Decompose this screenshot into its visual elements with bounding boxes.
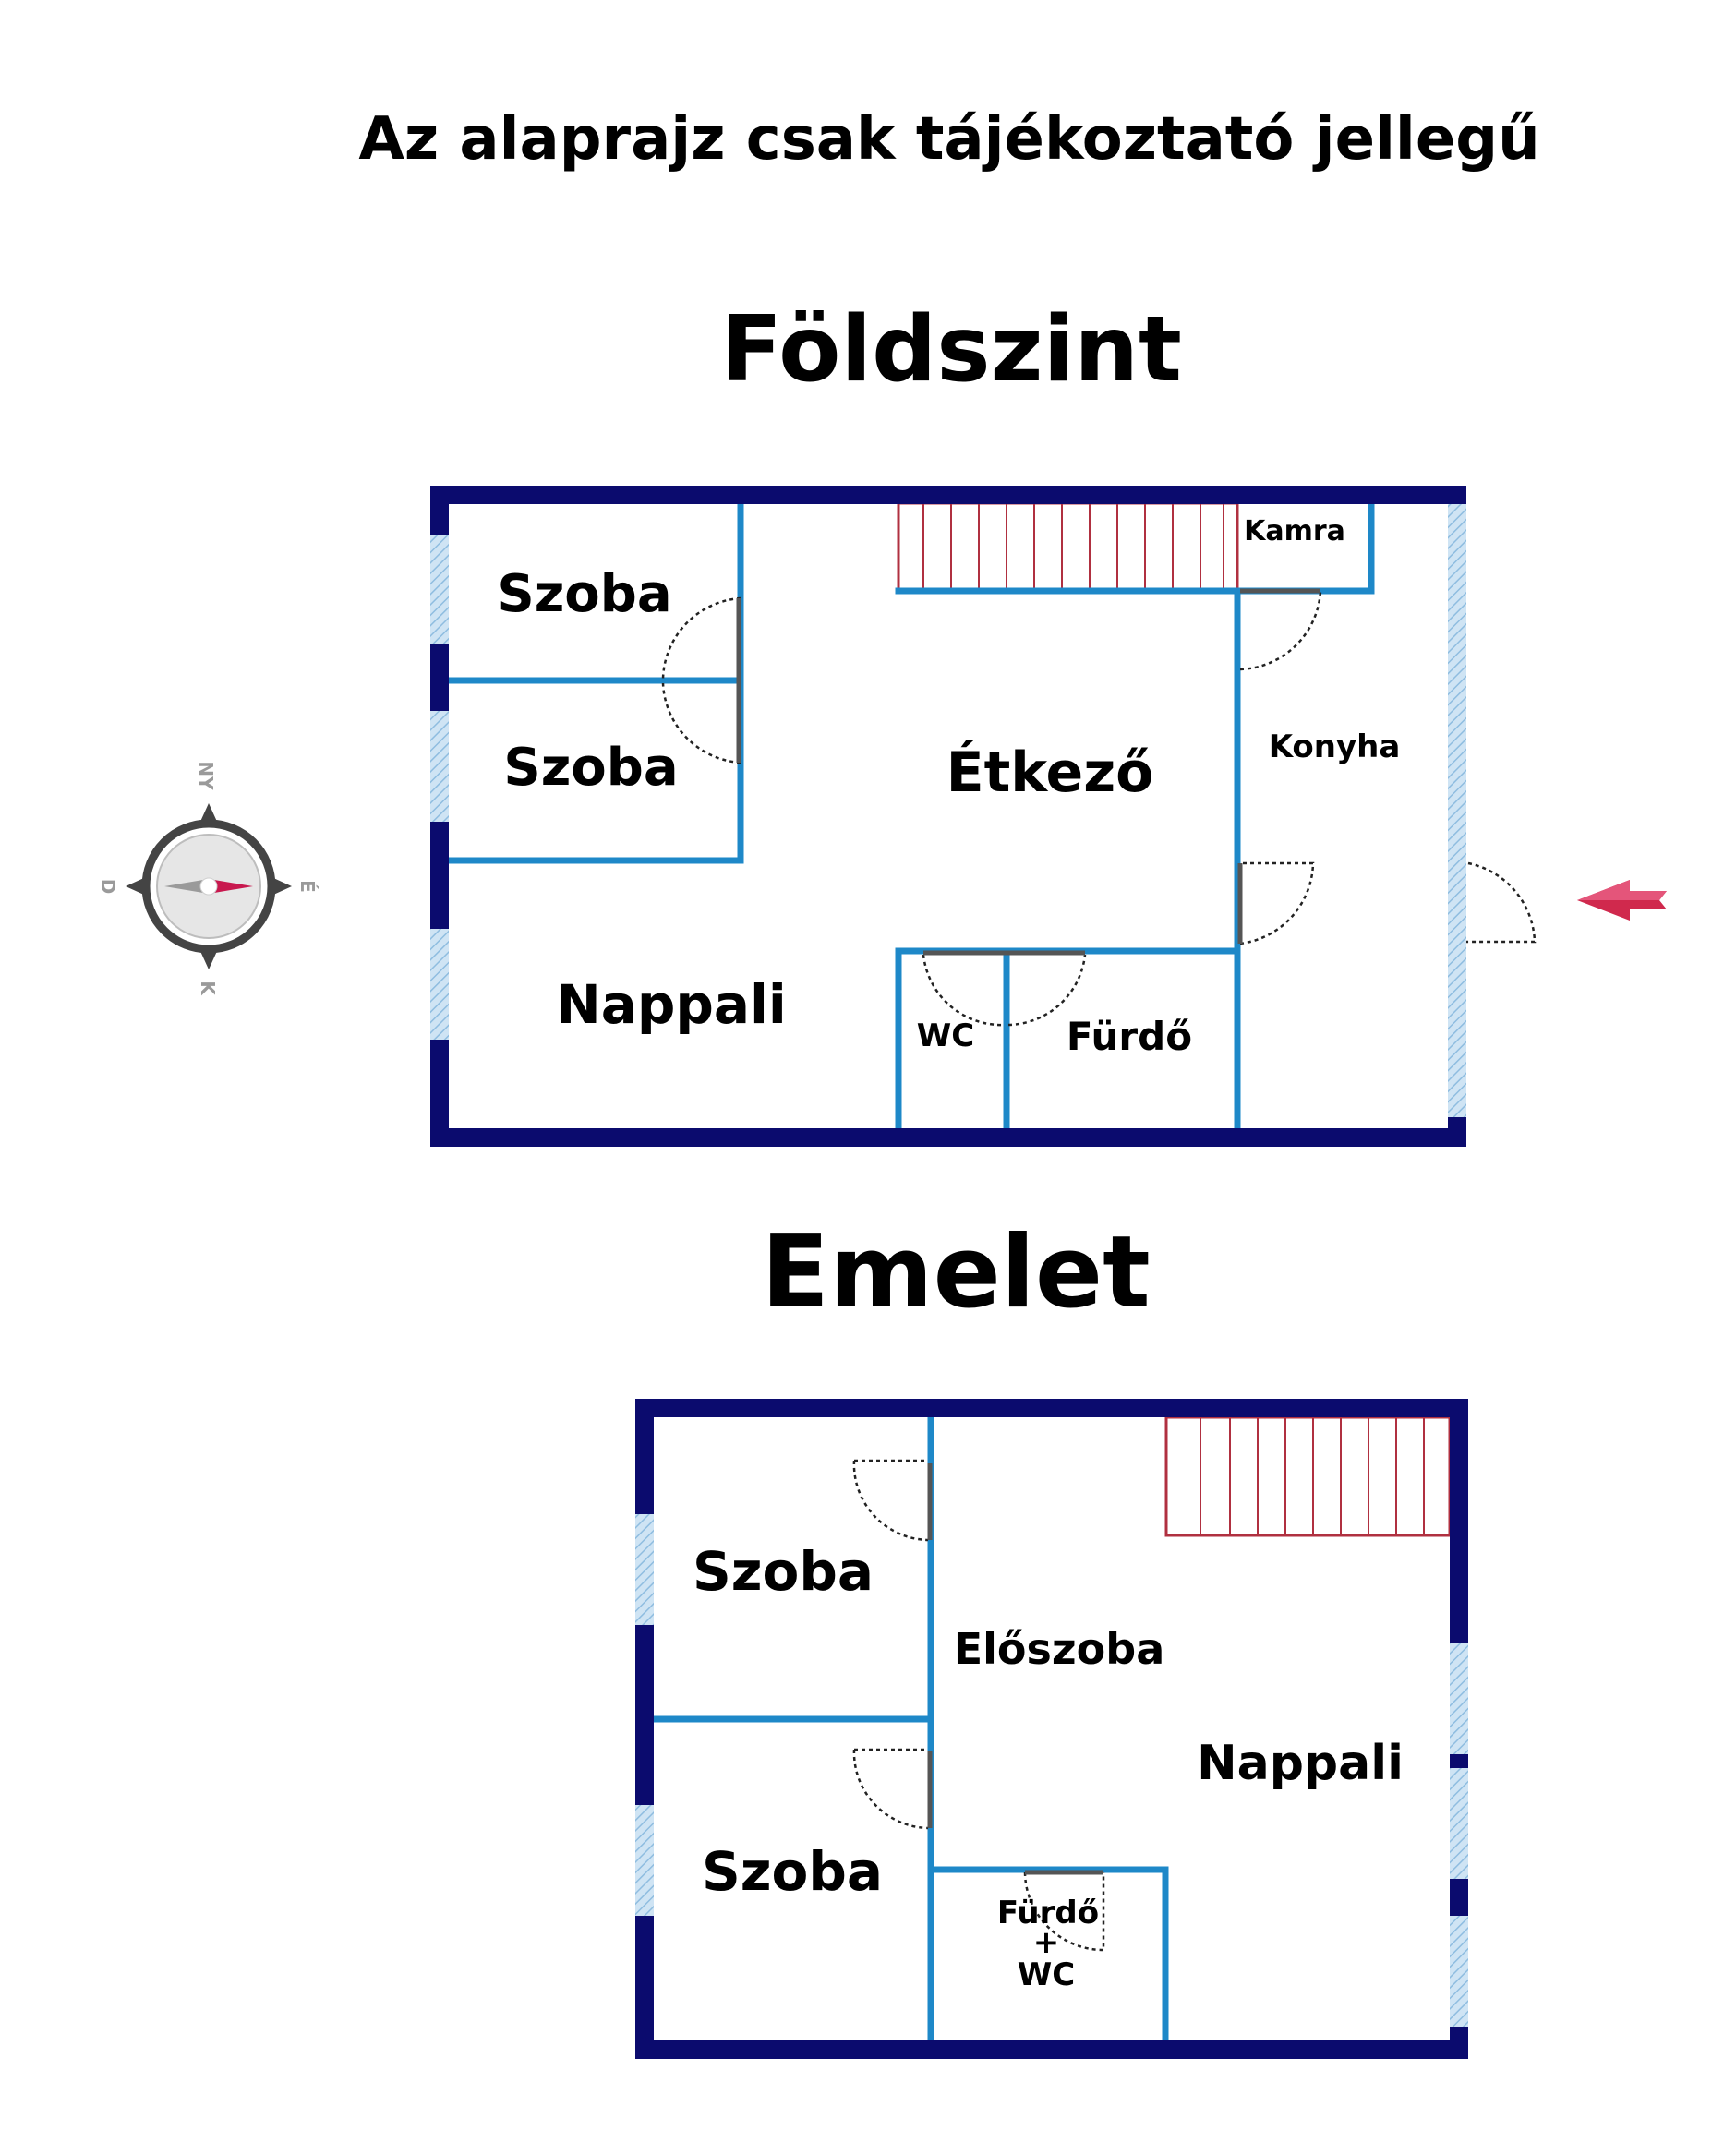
upper-floor-plan: Szoba Szoba Előszoba Nappali Fürdő + WC [635, 1399, 1468, 2059]
room-label-kamra: Kamra [1244, 515, 1345, 548]
compass-label-east: É [296, 880, 319, 893]
ground-floor-title: Földszint [720, 297, 1182, 403]
ground-floor-doors [661, 588, 1537, 1027]
room-label-nappali: Nappali [556, 973, 787, 1036]
ground-floor-stairs [897, 501, 1239, 593]
ground-floor-plan: Szoba Szoba Étkező Kamra Konyha Nappali … [430, 486, 1537, 1147]
room-label-konyha: Konyha [1269, 728, 1401, 765]
upper-floor-interior-walls [650, 1414, 1169, 2044]
compass-icon: NY É K D [97, 761, 319, 996]
compass-label-south: K [197, 981, 219, 996]
room-label-furdo-wc: + [1033, 1924, 1060, 1961]
entrance-arrow-icon [1577, 880, 1667, 921]
room-label-eloszoba: Előszoba [954, 1624, 1165, 1674]
room-label-szoba: Szoba [497, 564, 671, 624]
upper-floor-stairs [1164, 1415, 1452, 1537]
room-label-etkezo: Étkező [946, 739, 1154, 805]
room-label-wc: WC [917, 1017, 974, 1054]
room-label-furdo: Fürdő [1067, 1014, 1192, 1059]
room-label-szoba: Szoba [503, 738, 678, 798]
upper-floor-outer-walls [635, 1399, 1468, 2059]
ground-floor-windows [430, 499, 1466, 1117]
room-label-furdo-wc: Fürdő [997, 1895, 1099, 1931]
room-label-nappali: Nappali [1197, 1736, 1404, 1791]
upper-floor-windows [635, 1514, 1468, 2027]
compass-label-north: NY [195, 761, 217, 790]
room-label-szoba: Szoba [693, 1540, 874, 1603]
compass-label-west: D [97, 879, 119, 895]
ground-floor-outer-walls [430, 486, 1466, 1147]
disclaimer-title: Az alaprajz csak tájékoztató jellegű [358, 105, 1539, 174]
room-label-furdo-wc: WC [1018, 1956, 1075, 1993]
upper-floor-title: Emelet [761, 1215, 1150, 1330]
room-label-szoba: Szoba [702, 1840, 883, 1903]
upper-floor-doors [852, 1459, 1105, 1952]
